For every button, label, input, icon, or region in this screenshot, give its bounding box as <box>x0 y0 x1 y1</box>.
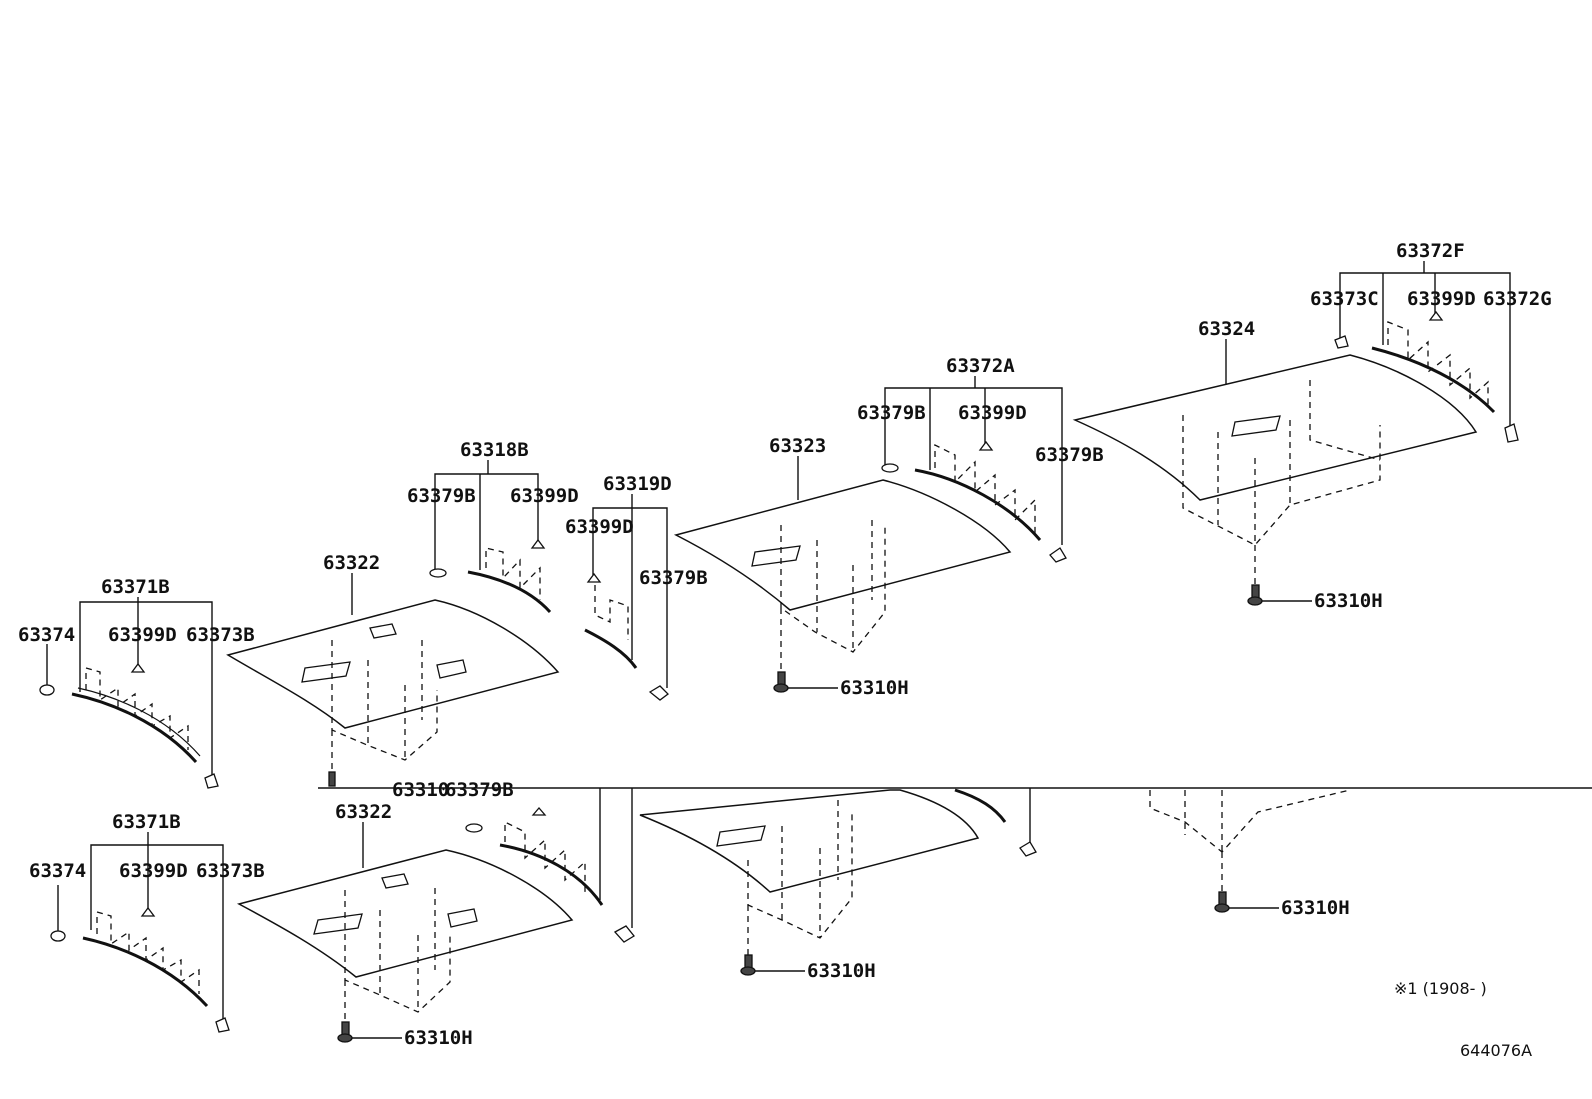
roof-rail <box>467 570 552 614</box>
panel-63324-top: 63324 63310H <box>1072 318 1478 612</box>
svg-text:63379B: 63379B <box>445 779 514 801</box>
roof-panel <box>236 849 574 978</box>
label-63379b[interactable]: 63379B <box>639 567 708 589</box>
figure-code: 644076A <box>1460 1041 1532 1060</box>
svg-text:63310: 63310 <box>392 779 449 801</box>
roof-panel <box>226 599 560 729</box>
label-63373c[interactable]: 63373C <box>1310 288 1379 310</box>
rail-assembly-63371b-bottom: 63371B 63374 63399D 63373B <box>29 811 265 1033</box>
rail-assembly-63372a-top: 63372A 63379B 63399D 63379B <box>857 355 1104 563</box>
label-63373b[interactable]: 63373B <box>186 624 255 646</box>
top-diagram: 63371B 63374 63399D 63373B 63322 <box>18 240 1552 789</box>
label-63399d[interactable]: 63399D <box>108 624 177 646</box>
rail-assembly-63319d-top: 63319D 63399D 63379B <box>565 473 708 701</box>
footnote: ※1 (1908- ) <box>1394 979 1487 998</box>
panel-63322-bottom: 63322 63310H <box>236 801 574 1049</box>
label-63310h[interactable]: 63310H <box>1281 897 1350 919</box>
bottom-diagram: 63371B 63374 63399D 63373B 63322 <box>29 801 574 1049</box>
label-63399d[interactable]: 63399D <box>565 516 634 538</box>
label-63310h[interactable]: 63310H <box>1314 590 1383 612</box>
label-63374[interactable]: 63374 <box>18 624 75 646</box>
label-63323[interactable]: 63323 <box>769 435 826 457</box>
label-63310h[interactable]: 63310H <box>404 1027 473 1049</box>
roof-panel <box>673 479 1012 611</box>
clip-part <box>39 684 55 696</box>
label-63319d[interactable]: 63319D <box>603 473 672 495</box>
panel-cutout <box>301 661 351 683</box>
label-63371b[interactable]: 63371B <box>112 811 181 833</box>
label-63372f[interactable]: 63372F <box>1396 240 1465 262</box>
rail-assembly-63318b-top: 63318B 63379B 63399D <box>407 439 579 614</box>
label-63371b[interactable]: 63371B <box>101 576 170 598</box>
roof-rail <box>71 692 198 764</box>
label-63318b[interactable]: 63318B <box>460 439 529 461</box>
label-63324[interactable]: 63324 <box>1198 318 1255 340</box>
occluded-fragments: 63310 63379B 63310H 63310H <box>392 779 1351 982</box>
end-cap <box>204 773 219 789</box>
roof-rail <box>584 628 638 669</box>
label-63399d[interactable]: 63399D <box>119 860 188 882</box>
panel-63322-top: 63322 <box>226 552 560 787</box>
label-63379b[interactable]: 63379B <box>1035 444 1104 466</box>
label-63322[interactable]: 63322 <box>323 552 380 574</box>
label-63379b[interactable]: 63379B <box>407 485 476 507</box>
label-63379b[interactable]: 63379B <box>857 402 926 424</box>
roof-rail <box>914 468 1042 541</box>
label-63372a[interactable]: 63372A <box>946 355 1015 377</box>
label-63373b[interactable]: 63373B <box>196 860 265 882</box>
label-63399d[interactable]: 63399D <box>958 402 1027 424</box>
label-63399d[interactable]: 63399D <box>1407 288 1476 310</box>
label-63310h[interactable]: 63310H <box>807 960 876 982</box>
label-63322[interactable]: 63322 <box>335 801 392 823</box>
panel-63323-top: 63323 63310H <box>673 435 1012 699</box>
label-63374[interactable]: 63374 <box>29 860 86 882</box>
rail-assembly-63371b-top: 63371B 63374 63399D 63373B <box>18 576 255 789</box>
label-63310h[interactable]: 63310H <box>840 677 909 699</box>
fastener-clip <box>130 662 146 673</box>
label-63372g[interactable]: 63372G <box>1483 288 1552 310</box>
label-63399d[interactable]: 63399D <box>510 485 579 507</box>
roof-rail <box>1371 346 1496 414</box>
rail-assembly-63372f-top: 63372F 63373C 63399D 63372G <box>1310 240 1552 443</box>
